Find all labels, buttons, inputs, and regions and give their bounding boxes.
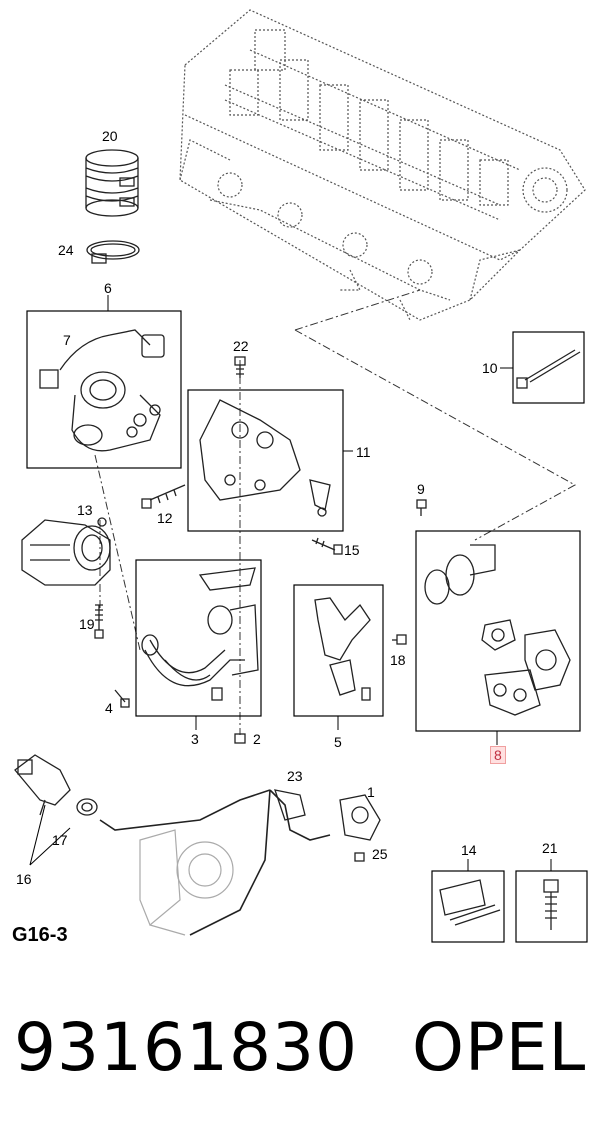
egr-pipe-illustration bbox=[141, 567, 259, 701]
callout-18: 18 bbox=[390, 652, 406, 668]
callout-21: 21 bbox=[542, 840, 558, 856]
callout-4: 4 bbox=[105, 700, 113, 716]
callout-14: 14 bbox=[461, 842, 477, 858]
bolt-18-illustration bbox=[392, 634, 407, 645]
clip-17-illustration bbox=[76, 798, 98, 816]
assembly-box-11 bbox=[187, 389, 344, 532]
callout-24: 24 bbox=[58, 242, 74, 258]
assembly-box-3 bbox=[135, 559, 262, 717]
bolt-19-illustration bbox=[94, 604, 104, 639]
leader-16-lines bbox=[29, 804, 71, 866]
sheet-label: G16-3 bbox=[12, 924, 68, 946]
callout-11: 11 bbox=[356, 444, 371, 460]
callout-17: 17 bbox=[52, 832, 68, 848]
callout-15: 15 bbox=[344, 542, 360, 558]
hose-illustration bbox=[85, 149, 139, 217]
cylinder-head-illustration bbox=[179, 9, 586, 321]
callout-2: 2 bbox=[253, 731, 261, 747]
sensor-16-illustration bbox=[14, 754, 71, 816]
assembly-box-6 bbox=[26, 310, 182, 469]
callout-19: 19 bbox=[79, 616, 95, 632]
throttle-body-illustration bbox=[39, 329, 165, 452]
clip-14-illustration bbox=[439, 879, 501, 926]
callout-16: 16 bbox=[16, 871, 32, 887]
bolt-12-illustration bbox=[141, 484, 186, 509]
bolt-9-illustration bbox=[416, 499, 427, 516]
callout-6: 6 bbox=[104, 280, 112, 296]
nut-2-illustration bbox=[234, 733, 246, 744]
callout-23: 23 bbox=[287, 768, 303, 784]
bolt-15-illustration bbox=[311, 537, 343, 555]
callout-5: 5 bbox=[334, 734, 342, 750]
callout-20: 20 bbox=[102, 128, 118, 144]
dash-dot-leader-lines bbox=[94, 289, 577, 735]
pressure-valve-illustration bbox=[274, 789, 381, 862]
brand-name: OPEL bbox=[412, 1009, 587, 1086]
exploded-parts-diagram bbox=[14, 9, 588, 943]
assembly-box-8 bbox=[415, 530, 581, 732]
assembly-box-10 bbox=[512, 331, 585, 404]
gasket-kit-illustration bbox=[424, 544, 571, 716]
part-number: 93161830 bbox=[14, 1009, 358, 1086]
callout-8[interactable]: 8 bbox=[490, 746, 506, 764]
turbocharger-illustration bbox=[139, 829, 234, 936]
callout-1: 1 bbox=[367, 784, 375, 800]
screw-21-illustration bbox=[543, 879, 559, 930]
long-bolt-illustration bbox=[516, 349, 581, 389]
callout-10: 10 bbox=[482, 360, 498, 376]
callout-12: 12 bbox=[157, 510, 173, 526]
callout-3: 3 bbox=[191, 731, 199, 747]
actuator-illustration bbox=[21, 517, 111, 586]
hose-clamp-illustration bbox=[86, 240, 140, 264]
callout-7: 7 bbox=[63, 332, 71, 348]
bolt-22-illustration bbox=[234, 356, 246, 378]
bracket-illustration bbox=[199, 399, 331, 517]
bolt-4-illustration bbox=[114, 689, 130, 708]
coolant-flange-illustration bbox=[314, 597, 371, 701]
vacuum-lines bbox=[99, 789, 331, 936]
callout-22: 22 bbox=[233, 338, 249, 354]
callout-25: 25 bbox=[372, 846, 388, 862]
callout-9: 9 bbox=[417, 481, 425, 497]
callout-13: 13 bbox=[77, 502, 93, 518]
